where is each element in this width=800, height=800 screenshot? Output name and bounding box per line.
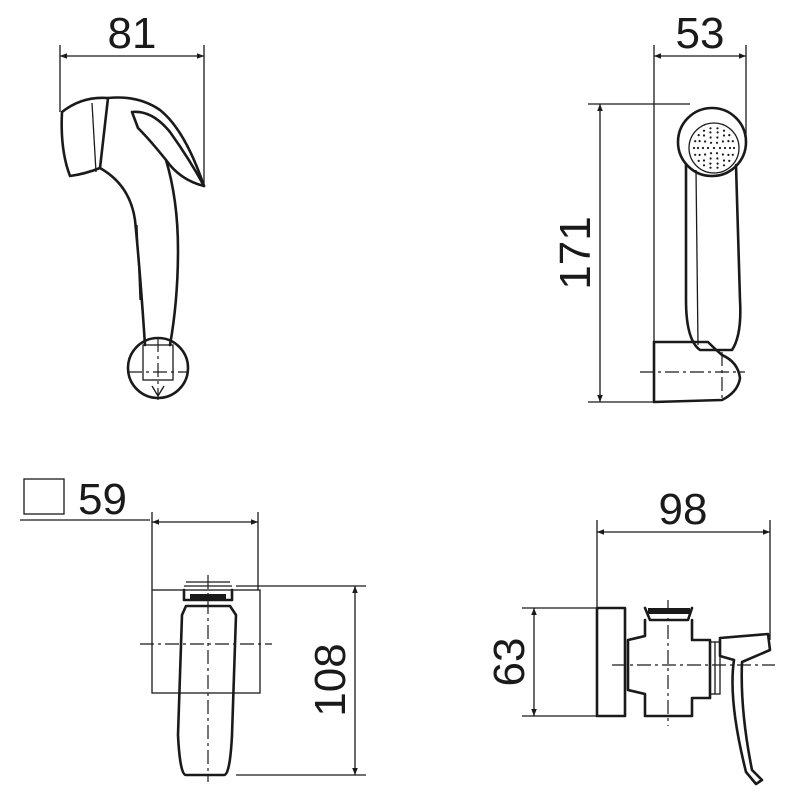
nozzle-dot (709, 162, 712, 165)
nozzle-dot (697, 134, 700, 137)
dimension-63: 63 (485, 607, 597, 717)
nozzle-dot (702, 159, 706, 162)
square-symbol (23, 478, 65, 515)
valve-side-view (595, 600, 775, 786)
nozzle-dot (694, 140, 697, 143)
nozzle-dot (727, 153, 730, 156)
nozzle-dot (716, 166, 719, 169)
dim-label-108: 108 (306, 643, 355, 716)
nozzle-dot (709, 152, 713, 155)
nozzle-dot (701, 146, 705, 150)
hand-shower-front-view (640, 106, 748, 404)
nozzle-dot (698, 140, 701, 143)
nozzle-dot (715, 152, 719, 155)
nozzle-dot (731, 140, 734, 143)
nozzle-dot (709, 131, 712, 134)
nozzle-dot (712, 146, 716, 150)
valve-front-view: 59 (20, 475, 272, 782)
dim-label-59: 59 (78, 475, 127, 524)
dimension-98: 98 (596, 485, 771, 640)
nozzle-dot (731, 153, 734, 156)
nozzle-dot (716, 131, 719, 134)
nozzle-dot (716, 162, 719, 165)
nozzle-dot (728, 146, 732, 150)
nozzle-dot (704, 140, 707, 143)
dimension-171: 171 (551, 103, 690, 403)
dimension-108: 108 (236, 585, 366, 776)
dimension-81: 81 (59, 9, 205, 186)
nozzle-dot (698, 153, 701, 156)
nozzle-dot (709, 136, 712, 139)
dimension-53: 53 (653, 9, 747, 342)
spray-nozzle-pattern (692, 127, 736, 169)
nozzle-dot (728, 134, 731, 137)
nozzle-dot (716, 157, 719, 160)
nozzle-dot (709, 127, 712, 130)
dim-label-63: 63 (485, 638, 534, 687)
nozzle-dot (727, 140, 730, 143)
nozzle-dot (696, 146, 700, 150)
nozzle-dot (709, 141, 713, 144)
nozzle-dot (728, 159, 731, 162)
dim-label-53: 53 (676, 9, 725, 58)
nozzle-dot (694, 153, 697, 156)
dim-label-171: 171 (551, 216, 600, 289)
nozzle-dot (723, 146, 727, 150)
nozzle-dot (704, 153, 707, 156)
nozzle-dot (716, 136, 719, 139)
dimension-59 (151, 512, 259, 590)
nozzle-dot (722, 159, 726, 162)
nozzle-dot (709, 157, 712, 160)
nozzle-dot (722, 164, 726, 167)
nozzle-dot (718, 146, 722, 150)
nozzle-dot (697, 159, 700, 162)
nozzle-dot (706, 146, 710, 150)
nozzle-dot (702, 134, 706, 137)
nozzle-dot (721, 140, 725, 143)
nozzle-dot (716, 127, 719, 130)
nozzle-dot (722, 129, 726, 132)
dim-label-98: 98 (659, 485, 708, 534)
nozzle-dot (702, 164, 706, 167)
nozzle-dot (709, 166, 712, 169)
nozzle-dot (692, 146, 696, 150)
nozzle-dot (715, 141, 719, 144)
nozzle-dot (702, 129, 706, 132)
nozzle-dot (732, 146, 736, 150)
dim-label-81: 81 (108, 9, 157, 58)
hand-shower-side-view (60, 96, 206, 400)
nozzle-dot (722, 134, 726, 137)
nozzle-dot (721, 153, 725, 156)
